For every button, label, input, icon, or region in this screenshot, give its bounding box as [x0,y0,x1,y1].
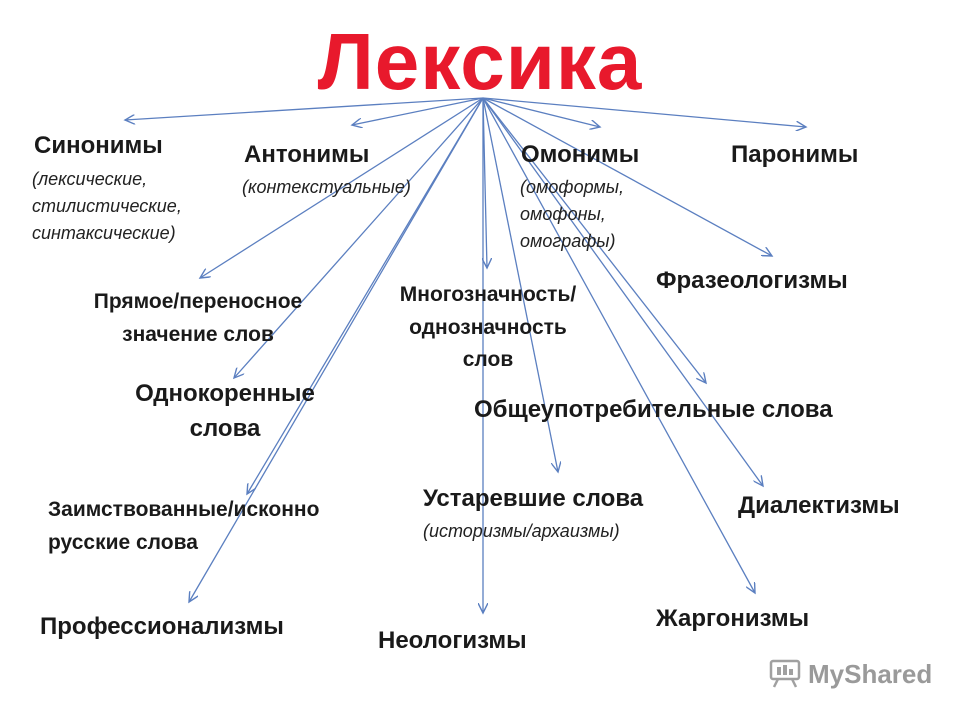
homonyms-type-homophones: омофоны, [520,204,606,224]
term-dialectisms: Диалектизмы [738,492,900,519]
term-paronyms: Паронимы [731,141,859,168]
arrow-to-obsolete [482,97,558,472]
arrow-to-homonyms [482,97,600,127]
arrow-to-borrowed-native [247,97,484,494]
polysemy-line-3: слов [462,348,514,372]
presentation-board-icon [768,659,802,689]
term-obsolete: Устаревшие слова [423,485,644,512]
arrow-to-polysemy [483,97,487,268]
arrow-to-jargonisms [482,97,755,593]
borrowed-native-line-1: Заимствованные/исконно [48,498,320,521]
polysemy-line-1: Многозначность/ [399,283,577,306]
term-synonyms: Синонимы [34,132,163,159]
term-phraseologisms: Фразеологизмы [656,267,848,294]
cognates-line-1: Однокоренные [135,380,315,407]
arrow-to-synonyms [125,97,484,120]
literal-figurative-line-2: значение слов [122,322,274,346]
term-literal-figurative: Прямое/переносное значение слов [70,286,326,351]
literal-figurative-line-1: Прямое/переносное [93,290,303,313]
term-jargonisms: Жаргонизмы [656,605,810,632]
watermark-logo: MyShared [768,656,932,692]
homonyms-type-homoforms: (омоформы, [520,177,625,197]
term-neologisms: Неологизмы [378,627,527,654]
synonyms-type-syntactic: синтаксические) [32,223,176,243]
arrow-to-phraseologisms [482,97,772,256]
term-polysemy: Многозначность/ однозначность слов [380,279,596,377]
borrowed-native-line-2: русские слова [48,530,198,554]
term-antonyms-types: (контекстуальные) [242,177,411,197]
synonyms-type-lexical: (лексические, [32,169,148,189]
term-homonyms-types: (омоформы, омофоны, омографы) [520,174,624,255]
arrow-to-common-words [482,97,706,383]
arrow-to-literal-figurative [200,97,484,278]
homonyms-type-homographs: омографы) [520,231,616,251]
term-obsolete-types: (историзмы/архаизмы) [423,521,620,541]
arrow-to-antonyms [352,97,484,125]
polysemy-line-2: однозначность [409,315,567,339]
arrow-to-cognates [234,97,484,378]
cognates-line-2: слова [189,414,261,442]
arrow-to-paronyms [482,97,806,127]
synonyms-type-stylistic: стилистические, [32,196,182,216]
arrow-to-dialectisms [482,97,763,486]
watermark-text: MyShared [808,658,933,689]
arrow-to-professionalisms [189,97,484,602]
term-professionalisms: Профессионализмы [40,613,284,640]
term-synonyms-types: (лексические, стилистические, синтаксиче… [32,166,182,247]
term-antonyms: Антонимы [244,141,370,168]
diagram-title: Лексика [317,17,643,106]
term-borrowed-native: Заимствованные/исконно русские слова [48,494,319,559]
term-homonyms: Омонимы [521,141,640,168]
term-common-words: Общеупотребительные слова [474,396,833,423]
term-cognates: Однокоренные слова [112,377,338,447]
